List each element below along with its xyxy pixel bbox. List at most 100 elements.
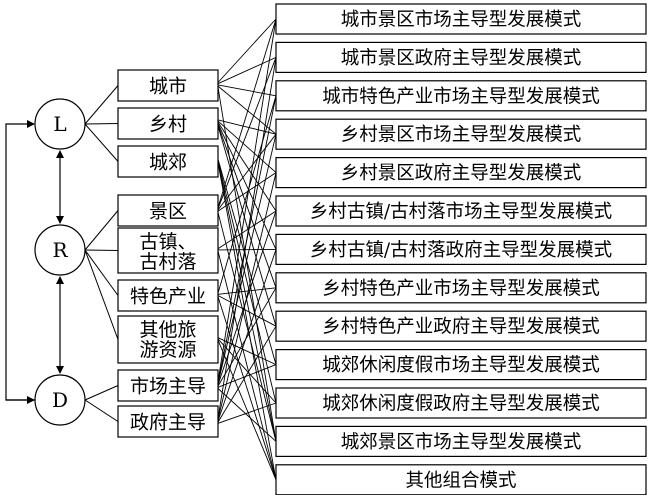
connector-line xyxy=(217,212,277,442)
category-box xyxy=(117,69,219,102)
connector-line xyxy=(217,57,277,419)
feedback-loop-arrow xyxy=(5,120,35,401)
connector-line xyxy=(217,87,277,442)
mode-label: 乡村古镇/古村落市场主导型发展模式 xyxy=(310,202,612,223)
node-category-link xyxy=(84,399,119,422)
mode-label: 城市特色产业市场主导型发展模式 xyxy=(322,86,600,107)
mode-box xyxy=(275,233,647,265)
mode-label: 乡村景区政府主导型发展模式 xyxy=(341,163,582,184)
connector-line xyxy=(217,287,277,387)
mode-box xyxy=(275,349,647,381)
connector-line xyxy=(217,338,277,404)
connector-line xyxy=(217,18,277,208)
mode-label: 乡村特色产业市场主导型发展模式 xyxy=(322,278,600,299)
connector-line xyxy=(217,172,277,212)
connector-line xyxy=(217,123,277,250)
node-circle-D xyxy=(34,374,86,426)
connector-line xyxy=(217,364,277,388)
mode-label: 乡村特色产业政府主导型发展模式 xyxy=(322,317,600,338)
node-category-link xyxy=(84,210,119,251)
node-label-D: D xyxy=(52,388,68,412)
connector-line xyxy=(217,325,277,423)
mode-box xyxy=(275,387,647,419)
connector-line xyxy=(217,134,277,384)
connector-line xyxy=(217,125,277,327)
mode-box xyxy=(275,3,647,35)
mode-label: 城郊休闲度假市场主导型发展模式 xyxy=(322,355,600,376)
mode-box xyxy=(275,272,647,304)
connector-line xyxy=(217,57,277,209)
mode-box xyxy=(275,80,647,112)
category-label: 游资源 xyxy=(139,339,196,361)
category-label: 景区 xyxy=(149,201,187,223)
connector-line xyxy=(217,162,277,480)
connector-line xyxy=(217,172,277,420)
connector-line xyxy=(217,122,277,212)
node-label-R: R xyxy=(52,238,68,262)
node-category-link xyxy=(84,85,119,125)
connector-line xyxy=(217,388,277,442)
connector-line xyxy=(217,158,277,365)
mode-label: 城市景区政府主导型发展模式 xyxy=(341,48,582,69)
node-label-L: L xyxy=(53,112,66,136)
node-category-link xyxy=(84,123,119,125)
mode-label: 城郊休闲度假政府主导型发展模式 xyxy=(322,394,600,415)
mode-label: 其他组合模式 xyxy=(405,470,516,491)
category-box xyxy=(117,194,219,227)
connector-line xyxy=(217,18,277,382)
node-category-link xyxy=(84,249,119,251)
connector-line xyxy=(217,210,277,250)
category-label: 古镇、 xyxy=(139,231,196,253)
node-circle-L xyxy=(34,98,86,150)
connector-lines xyxy=(5,18,277,480)
category-label: 政府主导 xyxy=(130,412,206,434)
category-box xyxy=(117,405,219,438)
node-circle-R xyxy=(34,224,86,276)
connector-line xyxy=(217,56,277,85)
category-label: 市场主导 xyxy=(130,376,206,398)
connector-line xyxy=(217,402,277,424)
category-box xyxy=(117,227,219,274)
connector-line xyxy=(217,124,277,288)
category-box xyxy=(117,315,219,364)
connector-line xyxy=(217,250,277,480)
category-label: 其他旅 xyxy=(139,319,196,341)
category-label: 古村落 xyxy=(139,251,196,273)
connector-line xyxy=(217,339,277,480)
connector-line xyxy=(217,249,277,422)
category-box xyxy=(117,107,219,140)
mode-label: 城郊景区市场主导型发展模式 xyxy=(341,432,582,453)
node-category-link xyxy=(84,249,119,340)
connector-line xyxy=(217,248,277,251)
connector-line xyxy=(217,296,277,480)
connector-line xyxy=(217,119,277,135)
mode-box xyxy=(275,118,647,150)
node-category-link xyxy=(84,123,119,162)
connector-line xyxy=(217,95,277,294)
node-category-link xyxy=(84,385,119,401)
connector-line xyxy=(217,18,277,83)
category-label: 特色产业 xyxy=(130,286,206,308)
connector-line xyxy=(217,120,277,173)
connector-line xyxy=(217,160,277,404)
mode-label: 城市景区市场主导型发展模式 xyxy=(341,10,582,31)
mode-box xyxy=(275,425,647,457)
category-box xyxy=(117,279,219,312)
mode-label: 乡村古镇/古村落政府主导型发展模式 xyxy=(310,240,612,261)
category-label: 乡村 xyxy=(149,114,187,136)
mode-box xyxy=(275,310,647,342)
category-label: 城郊 xyxy=(149,152,187,174)
mode-box xyxy=(275,464,647,496)
mode-box xyxy=(275,157,647,189)
category-box xyxy=(117,145,219,178)
mode-box xyxy=(275,41,647,74)
category-label: 城市 xyxy=(149,76,187,98)
connector-line xyxy=(217,84,277,97)
connector-line xyxy=(217,161,277,442)
connector-line xyxy=(217,85,277,135)
mode-label: 乡村景区市场主导型发展模式 xyxy=(341,125,582,146)
category-box xyxy=(117,369,219,402)
